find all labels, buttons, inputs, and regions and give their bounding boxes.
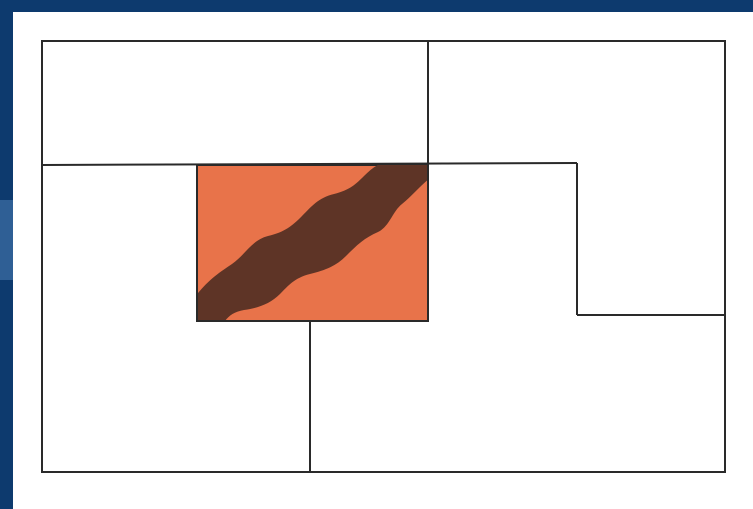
wall-upper-horizontal <box>42 163 577 165</box>
frame-top-edge <box>0 0 753 12</box>
frame-left-highlight <box>0 200 13 280</box>
